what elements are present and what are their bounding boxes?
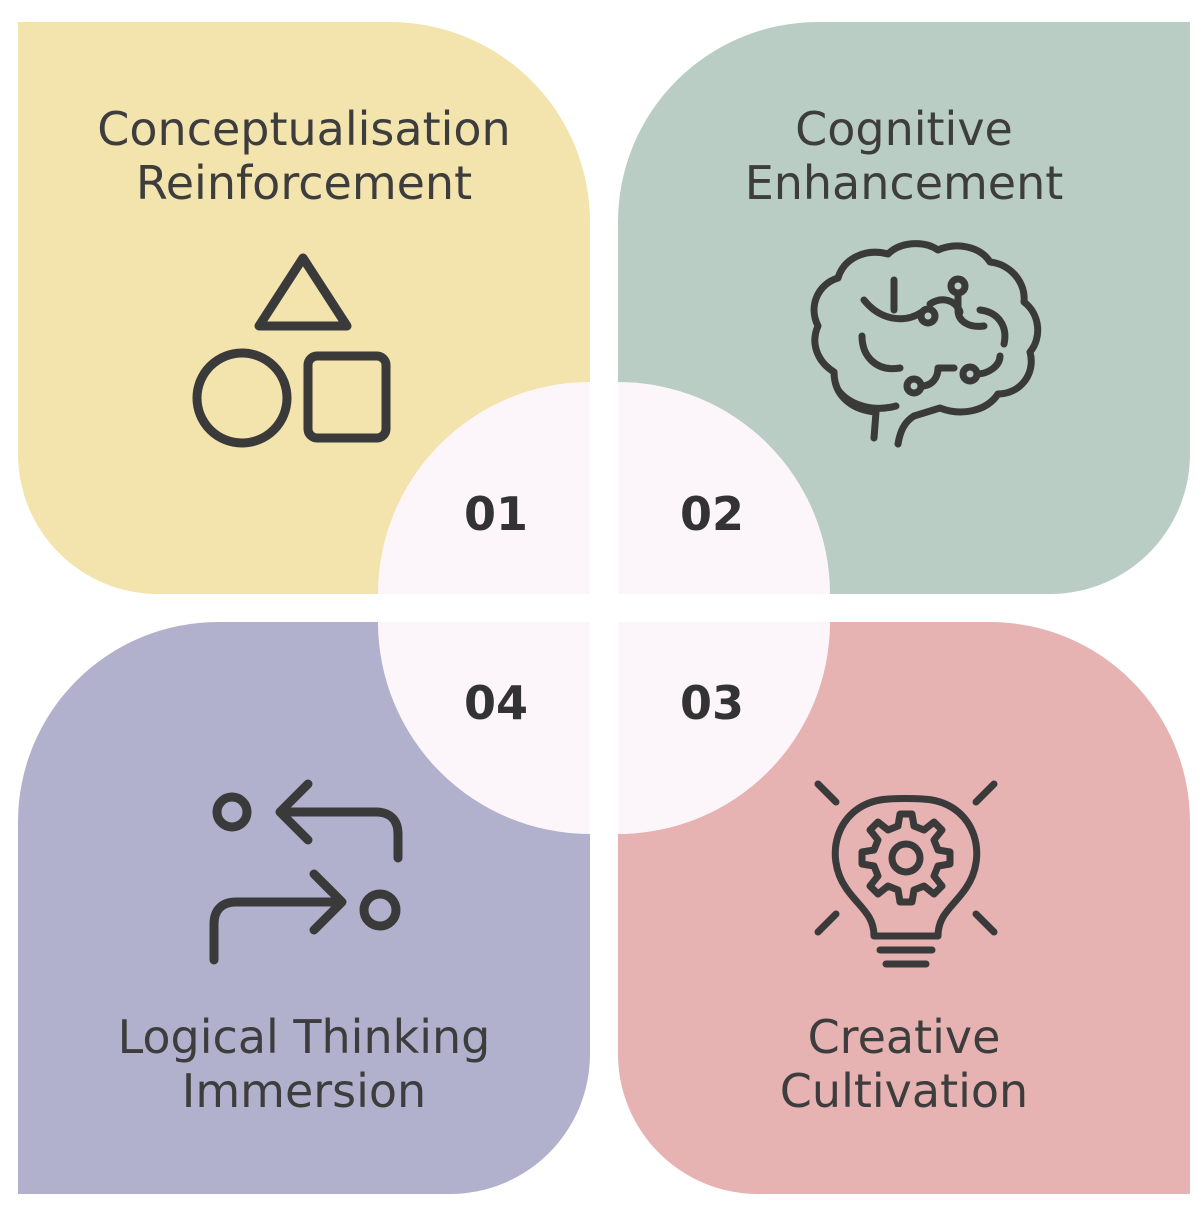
title-line-2: Enhancement [744,156,1064,210]
step-number: 01 [463,487,528,541]
title-line-1: Creative [807,1010,1001,1064]
step-number: 04 [463,676,528,730]
title-line-2: Cultivation [779,1064,1029,1118]
title-line-2: Reinforcement [135,156,473,210]
lightbulb-gear-icon [808,774,1004,972]
title-line-2: Immersion [181,1064,427,1118]
panel-title: Creative Cultivation [618,1010,1190,1118]
shapes-icon [190,252,394,452]
step-number: 02 [679,487,744,541]
step-number: 03 [679,676,744,730]
title-line-1: Conceptualisation [97,102,511,156]
panel-title: Conceptualisation Reinforcement [18,102,590,210]
brain-icon [804,240,1044,450]
panel-title: Logical Thinking Immersion [18,1010,590,1118]
panel-title: Cognitive Enhancement [618,102,1190,210]
title-line-1: Cognitive [795,102,1013,156]
title-line-1: Logical Thinking [117,1010,491,1064]
flow-arrows-icon [206,774,416,968]
panel-conceptualisation: Conceptualisation Reinforcement [18,22,590,594]
